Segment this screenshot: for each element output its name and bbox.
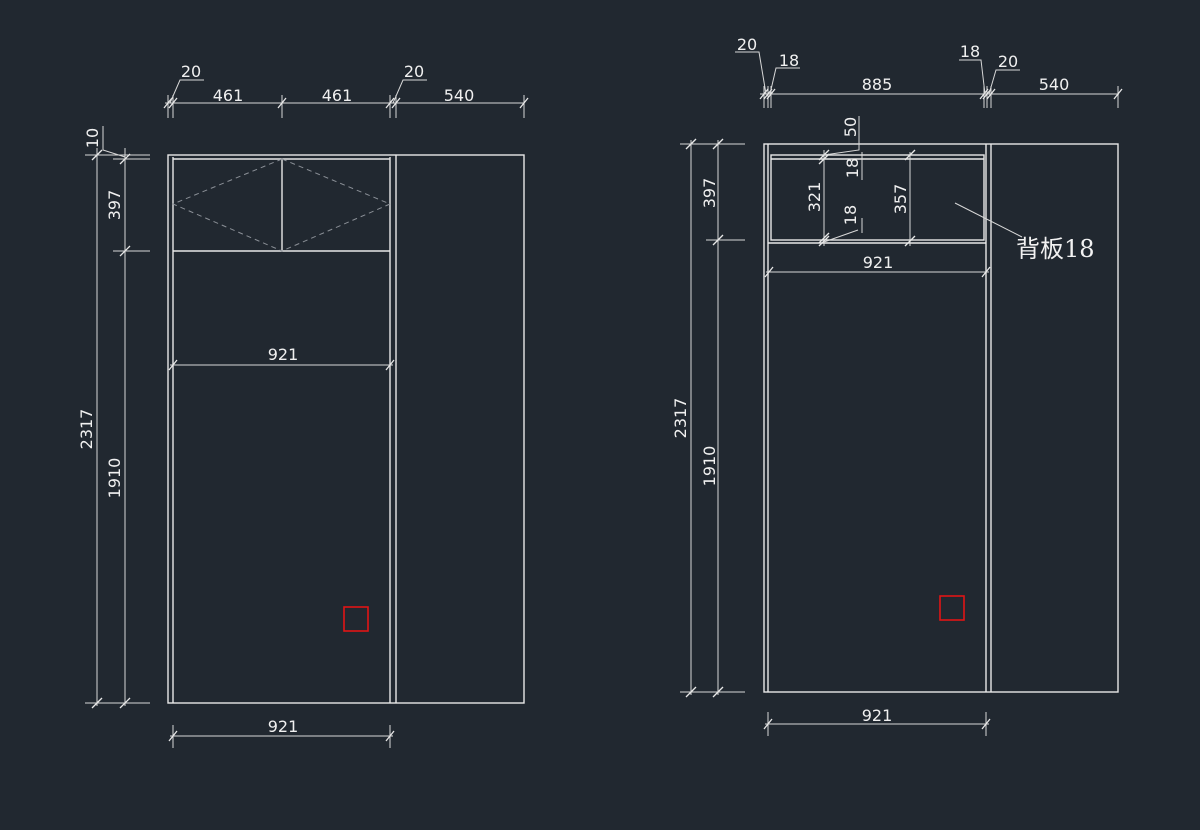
dim-outer-left-20: 20: [737, 35, 757, 54]
dim-bottom-width-921: 921: [268, 717, 299, 736]
left-elevation-view: 20 461 461 20 540 10 397 2317 1910: [77, 62, 529, 748]
right-section-view: 20 18 885 18 20 540 50 18 321 18 357 背板1…: [671, 35, 1123, 736]
right-vertical-dimensions: [680, 138, 745, 698]
dim-inner-width-921: 921: [863, 253, 894, 272]
annotation-leader-line: [954, 202, 1023, 238]
dim-lower-height-1910: 1910: [700, 446, 719, 487]
dim-shelf-bottom-18: 18: [841, 205, 860, 225]
left-inner-width-dimension: [168, 359, 395, 371]
dim-bottom-width-921: 921: [862, 706, 893, 725]
box-inner-dimensions: [818, 116, 916, 247]
left-door-swing-symbol: [171, 158, 283, 252]
dim-top-gap-10: 10: [83, 128, 102, 148]
dim-box-height-357: 357: [891, 184, 910, 215]
dim-right-door-461: 461: [322, 86, 353, 105]
dim-inner-height-321: 321: [805, 182, 824, 213]
dim-side-540: 540: [444, 86, 475, 105]
top-storage-box: [770, 154, 985, 241]
right-top-dimension: [735, 51, 1123, 108]
left-top-dimension: [163, 79, 529, 118]
dim-lower-height-1910: 1910: [105, 458, 124, 499]
left-cabinet-outline: [167, 154, 525, 704]
dim-span-885: 885: [862, 75, 893, 94]
dim-side-540: 540: [1039, 75, 1070, 94]
dim-upper-height-397: 397: [700, 178, 719, 209]
dim-shelf-top-18: 18: [843, 158, 862, 178]
right-bottom-dimension: [763, 712, 991, 736]
dim-inner-left-18: 18: [779, 51, 799, 70]
dim-inner-right-18: 18: [960, 42, 980, 61]
dim-inner-width-921: 921: [268, 345, 299, 364]
right-cabinet-outline: [763, 143, 1119, 693]
red-marker-square: [343, 606, 369, 632]
left-vertical-dimensions: [85, 126, 150, 709]
dim-top-offset-50: 50: [841, 117, 860, 137]
dim-total-height-2317: 2317: [671, 398, 690, 439]
left-bottom-dimension: [168, 725, 395, 748]
dim-outer-right-20: 20: [998, 52, 1018, 71]
left-door-swing-symbol: [281, 158, 392, 252]
dim-left-panel-20: 20: [181, 62, 201, 81]
red-marker-square: [939, 595, 965, 621]
dim-upper-height-397: 397: [105, 190, 124, 221]
dim-total-height-2317: 2317: [77, 409, 96, 450]
right-inner-width-dimension: [764, 266, 991, 278]
back-panel-annotation: 背板18: [1016, 235, 1095, 263]
dim-right-panel-20: 20: [404, 62, 424, 81]
dim-left-door-461: 461: [213, 86, 244, 105]
